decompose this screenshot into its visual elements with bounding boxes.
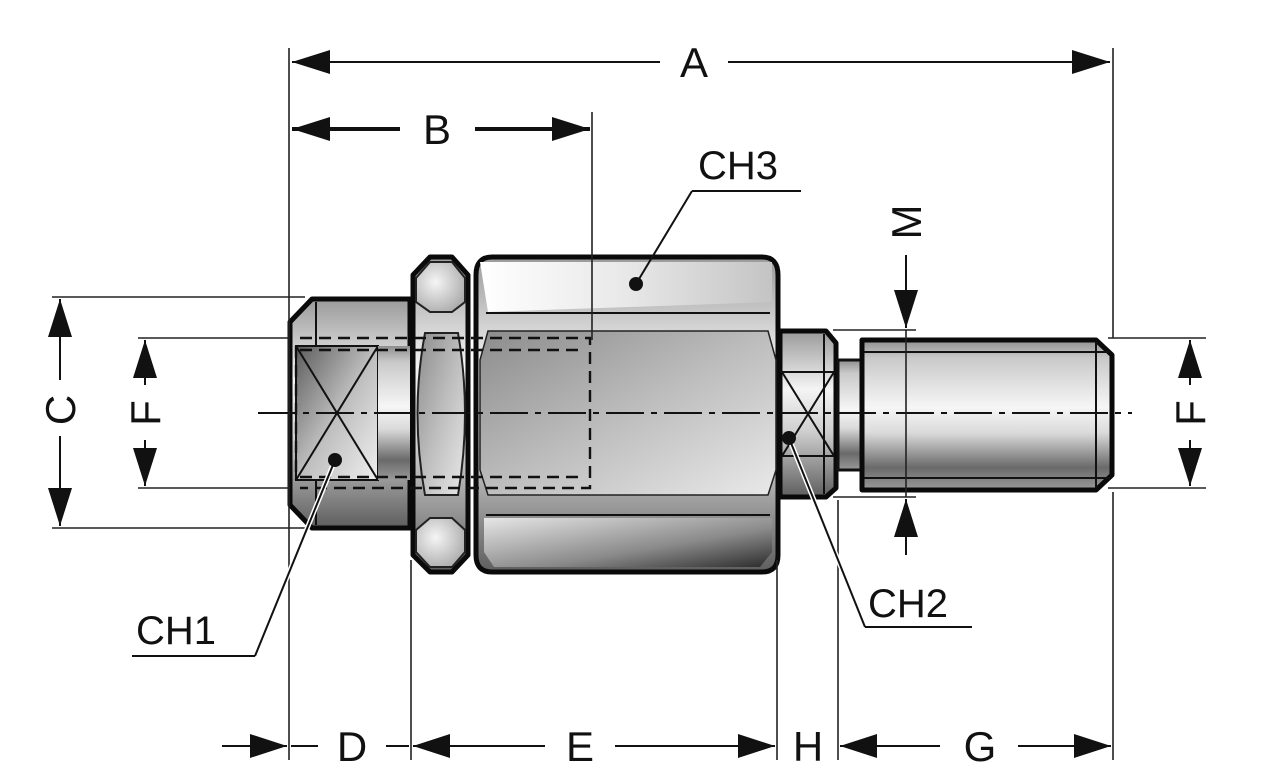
dimension-label-h: H [793,723,823,770]
dimension-label-d: D [337,723,367,770]
callout-label-ch3: CH3 [698,144,778,188]
dimension-label-g: G [964,723,997,770]
dimension-a: A [292,39,1110,86]
fitting-assembly [258,254,1132,575]
callout-label-ch1: CH1 [136,609,216,653]
dimension-f-left: F [122,340,169,486]
callout-ch1: CH1 [132,453,342,657]
callout-ch2: CH2 [782,431,972,628]
dimension-h: H [793,723,823,770]
dimension-label-f-left: F [122,400,169,426]
dimension-label-c: C [37,395,84,425]
dimension-label-b: B [423,106,451,153]
callout-dot-ch2 [782,431,796,445]
dimension-d: D [222,723,409,770]
dimension-b: B [292,106,590,153]
callout-dot-ch3 [629,277,643,291]
lock-nut [410,254,471,575]
dimension-label-e: E [566,723,594,770]
callout-ch3: CH3 [629,144,801,291]
dimension-label-a: A [680,39,708,86]
dimension-c: C [37,299,84,526]
extension-lines [52,48,1206,760]
callout-label-ch2: CH2 [868,582,948,626]
dimension-g: G [840,723,1111,770]
dimension-label-f-right: F [1167,400,1214,426]
dimension-f-right: F [1167,340,1214,486]
callout-dot-ch1 [328,453,342,467]
main-hex-body [473,254,781,575]
dimension-e: E [413,723,775,770]
dimension-m: M [883,205,930,555]
dimension-label-m: M [883,205,930,240]
threaded-stud [836,337,1115,493]
